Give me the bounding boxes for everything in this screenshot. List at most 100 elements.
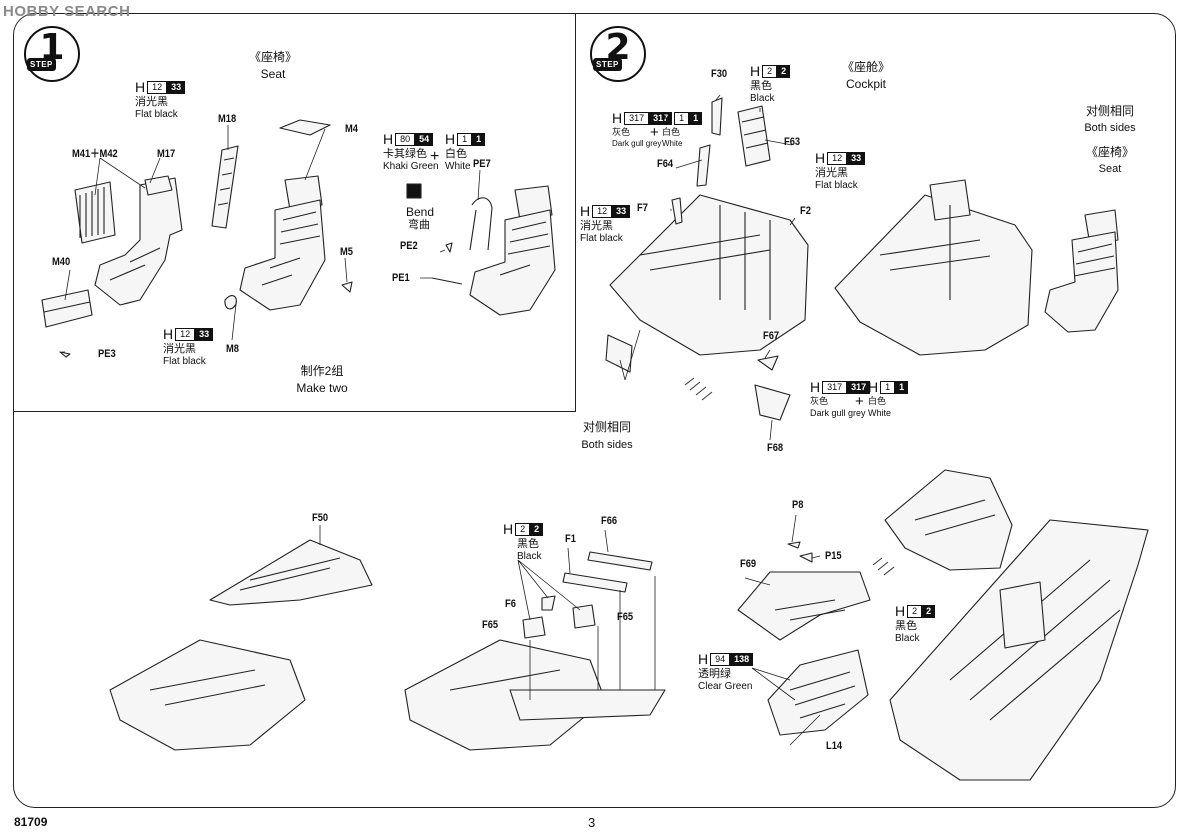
part-label-f64: F64: [657, 158, 674, 170]
seat-part-m4: [279, 119, 331, 136]
part-label-pe2: PE2: [400, 240, 418, 252]
paint-cn-white: 白色: [445, 148, 467, 160]
direction-markers: [684, 377, 895, 576]
paint-cn-white-step2: 白色: [662, 127, 681, 137]
paint-cn-flat-black-right: 消光黑: [815, 167, 848, 179]
part-label-p15: P15: [825, 550, 842, 562]
both-sides-bottom-en: Both sides: [581, 439, 633, 451]
paint-en-flat-black-top: Flat black: [135, 109, 178, 120]
seat-part-pe7: [469, 197, 493, 251]
fuselage-part-f6: [541, 595, 556, 611]
cockpit-part-f64: [696, 144, 711, 187]
paint-cn-clear-green: 透明绿: [698, 668, 731, 680]
part-label-f7: F7: [637, 202, 648, 214]
part-label-f50: F50: [312, 512, 329, 524]
paint-cn-flat-black-top: 消光黑: [135, 96, 168, 108]
step2-badge: 2 STEP: [590, 26, 646, 82]
seat-part-m8: [224, 295, 237, 310]
part-label-pe3: PE3: [98, 348, 116, 360]
part-label-m8: M8: [226, 343, 239, 355]
part-label-f1: F1: [565, 533, 576, 545]
paint-cn-black-top: 黑色: [750, 80, 772, 92]
nose-assembly: [889, 519, 1149, 781]
leader-lines: [62, 94, 821, 746]
paint-en-black-top: Black: [750, 93, 775, 104]
paint-cn-black-right: 黑色: [895, 620, 917, 632]
paint-en-clear-green: Clear Green: [698, 681, 753, 692]
both-sides-bottom-cn: 对侧相同: [582, 420, 632, 434]
plus-sign: +: [430, 148, 440, 165]
step1-title-cn: 《座椅》: [248, 50, 298, 64]
step1-title-en: Seat: [260, 67, 286, 81]
cockpit-assembled: [834, 179, 1033, 356]
part-label-pe1: PE1: [392, 272, 410, 284]
both-sides-right-cn: 对侧相同: [1085, 104, 1135, 118]
page-number: 3: [588, 815, 596, 830]
part-label-f68: F68: [767, 442, 784, 454]
paint-cn-flat-black-left: 消光黑: [580, 220, 613, 232]
cockpit-tub: [609, 194, 809, 356]
fuselage-lower-left: [109, 639, 306, 751]
part-label-m5: M5: [340, 246, 353, 258]
seat-part-m18: [211, 145, 239, 229]
fuselage-part-f1: [562, 572, 628, 593]
paint-cn-dark-gull-grey-bottom: 灰色: [810, 396, 829, 406]
bend-icon: [406, 183, 422, 199]
part-label-f30: F30: [711, 68, 728, 80]
part-label-f66: F66: [601, 515, 618, 527]
part-label-f67: F67: [763, 330, 780, 342]
seat-part-pe1: [431, 277, 463, 285]
fuselage-lower-mid: [404, 639, 666, 751]
seat-part-pe3: [59, 351, 71, 358]
part-label-m4: M4: [345, 123, 358, 135]
both-sides-right-en: Both sides: [1084, 122, 1136, 134]
part-label-f65-left: F65: [482, 619, 499, 631]
part-label-m17: M17: [157, 148, 176, 160]
paint-cn-khaki-green: 卡其绿色: [383, 148, 427, 160]
cockpit-title-en: Cockpit: [845, 77, 887, 91]
paint-en-black-mid: Black: [517, 551, 542, 562]
cockpit-part-f68: [754, 384, 791, 421]
part-label-pe7: PE7: [473, 158, 491, 170]
canopy-part-p8: [787, 541, 801, 549]
seat-assembled: [239, 175, 326, 311]
cockpit-side-panel: [605, 334, 633, 373]
fuselage-part-f65-left: [522, 616, 546, 639]
paint-cn-black-mid: 黑色: [517, 538, 539, 550]
paint-en-white-step2: White: [662, 139, 683, 148]
seat-part-pe2: [445, 242, 453, 253]
make-two-cn: 制作2组: [300, 364, 344, 378]
step1-divider-horizontal: [14, 411, 576, 412]
cockpit-part-f7: [671, 197, 683, 225]
paint-cn-white-bottom: 白色: [868, 396, 887, 406]
plus-sign-grey-white: +: [650, 124, 659, 141]
instrument-panel-l14: [767, 649, 869, 736]
seat-title-step2-cn: 《座椅》: [1085, 145, 1135, 159]
cockpit-title-cn: 《座舱》: [841, 60, 891, 74]
paint-cn-flat-black-bottom: 消光黑: [163, 343, 196, 355]
seat-title-step2-en: Seat: [1098, 163, 1122, 175]
fuselage-part-f50: [209, 539, 373, 606]
paint-en-khaki-green: Khaki Green: [383, 161, 439, 172]
canopy-frame: [884, 469, 1013, 571]
seat-with-belts: [469, 185, 556, 316]
part-label-f69: F69: [740, 558, 757, 570]
canopy-part-p15: [799, 552, 813, 563]
paint-en-flat-black-right: Flat black: [815, 180, 858, 191]
seat-part-m17: [94, 175, 183, 306]
kit-number: 81709: [14, 815, 48, 829]
part-label-f6: F6: [505, 598, 516, 610]
cockpit-seat: [1044, 209, 1119, 333]
paint-en-flat-black-left: Flat black: [580, 233, 623, 244]
